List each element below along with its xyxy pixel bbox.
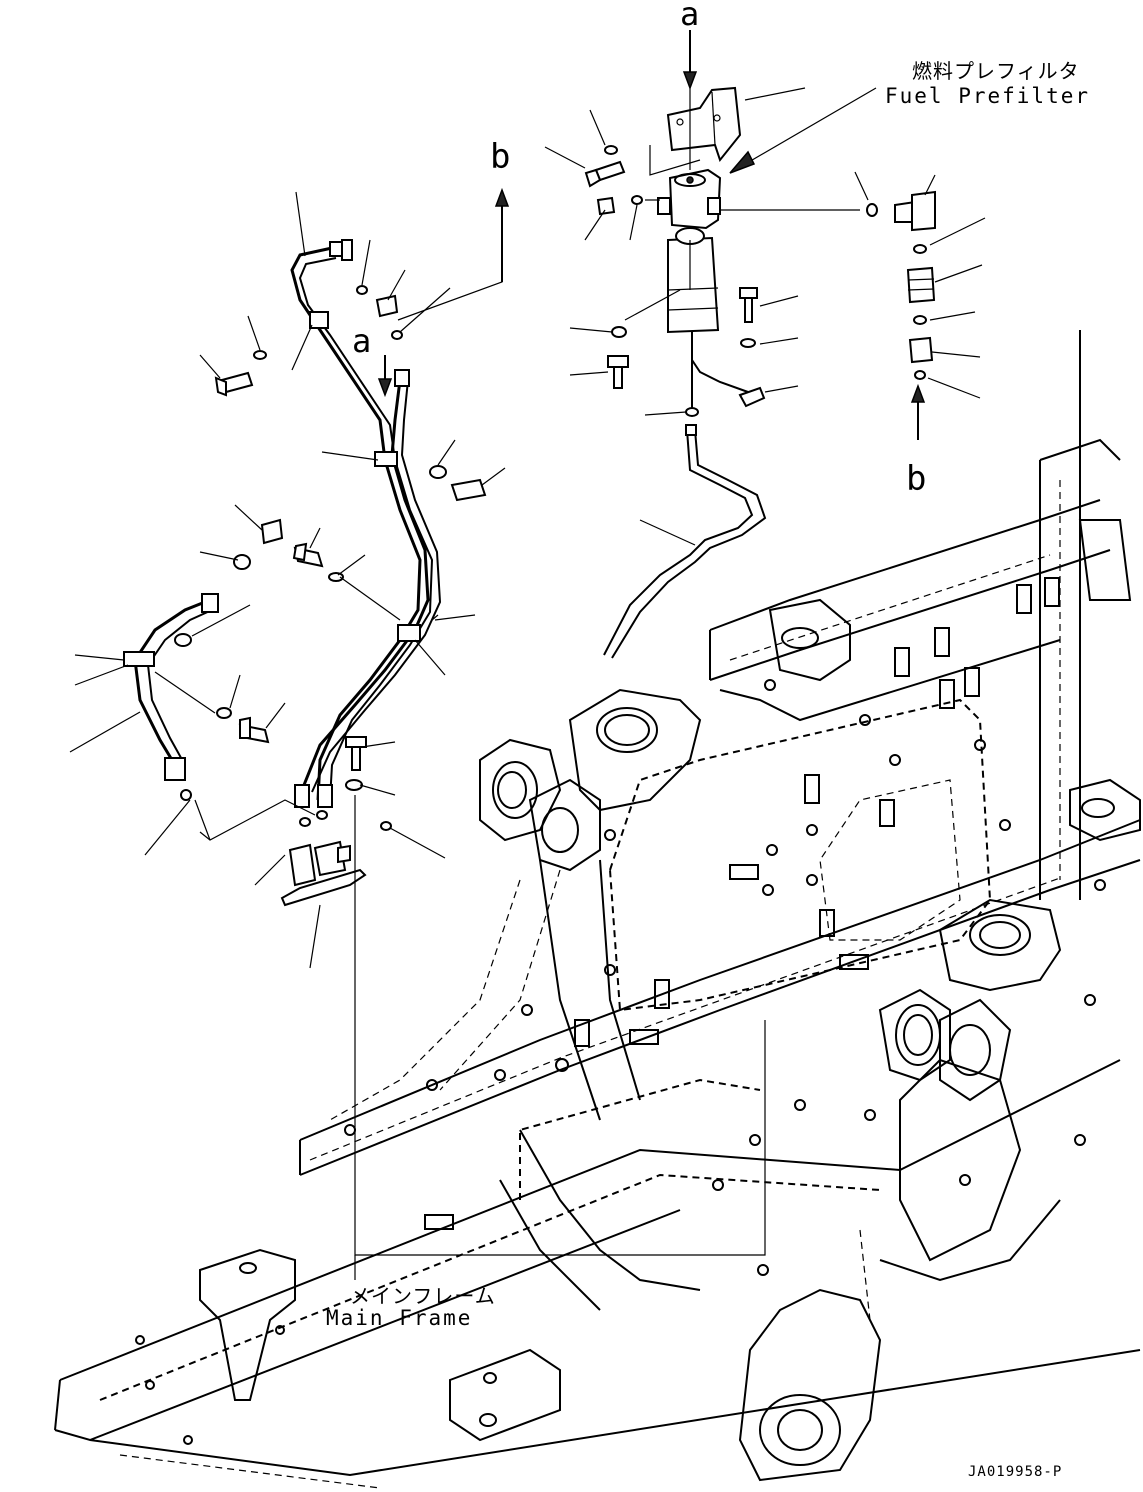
fuel-prefilter-label-en: Fuel Prefilter xyxy=(885,84,1090,108)
frame-pads xyxy=(135,577,1106,1445)
view-marker-b-top: b xyxy=(490,137,510,177)
view-marker-a-left: a xyxy=(352,322,371,360)
frame-bosses xyxy=(479,519,1141,1102)
fuel-hoses-left xyxy=(69,30,766,1256)
fuel-prefilter-label-jp: 燃料プレフィルタ xyxy=(912,59,1080,83)
main-frame-label-jp: メインフレーム xyxy=(350,1284,496,1308)
main-frame-label-en: Main Frame xyxy=(326,1306,472,1330)
fuel-prefilter-assembly xyxy=(544,86,877,659)
main-frame-structure xyxy=(54,330,1141,1489)
view-marker-b-right: b xyxy=(906,459,926,499)
view-marker-a-top: a xyxy=(680,0,699,33)
fitting-stack-right xyxy=(854,171,986,440)
drawing-code: JA019958-P xyxy=(968,1464,1062,1480)
